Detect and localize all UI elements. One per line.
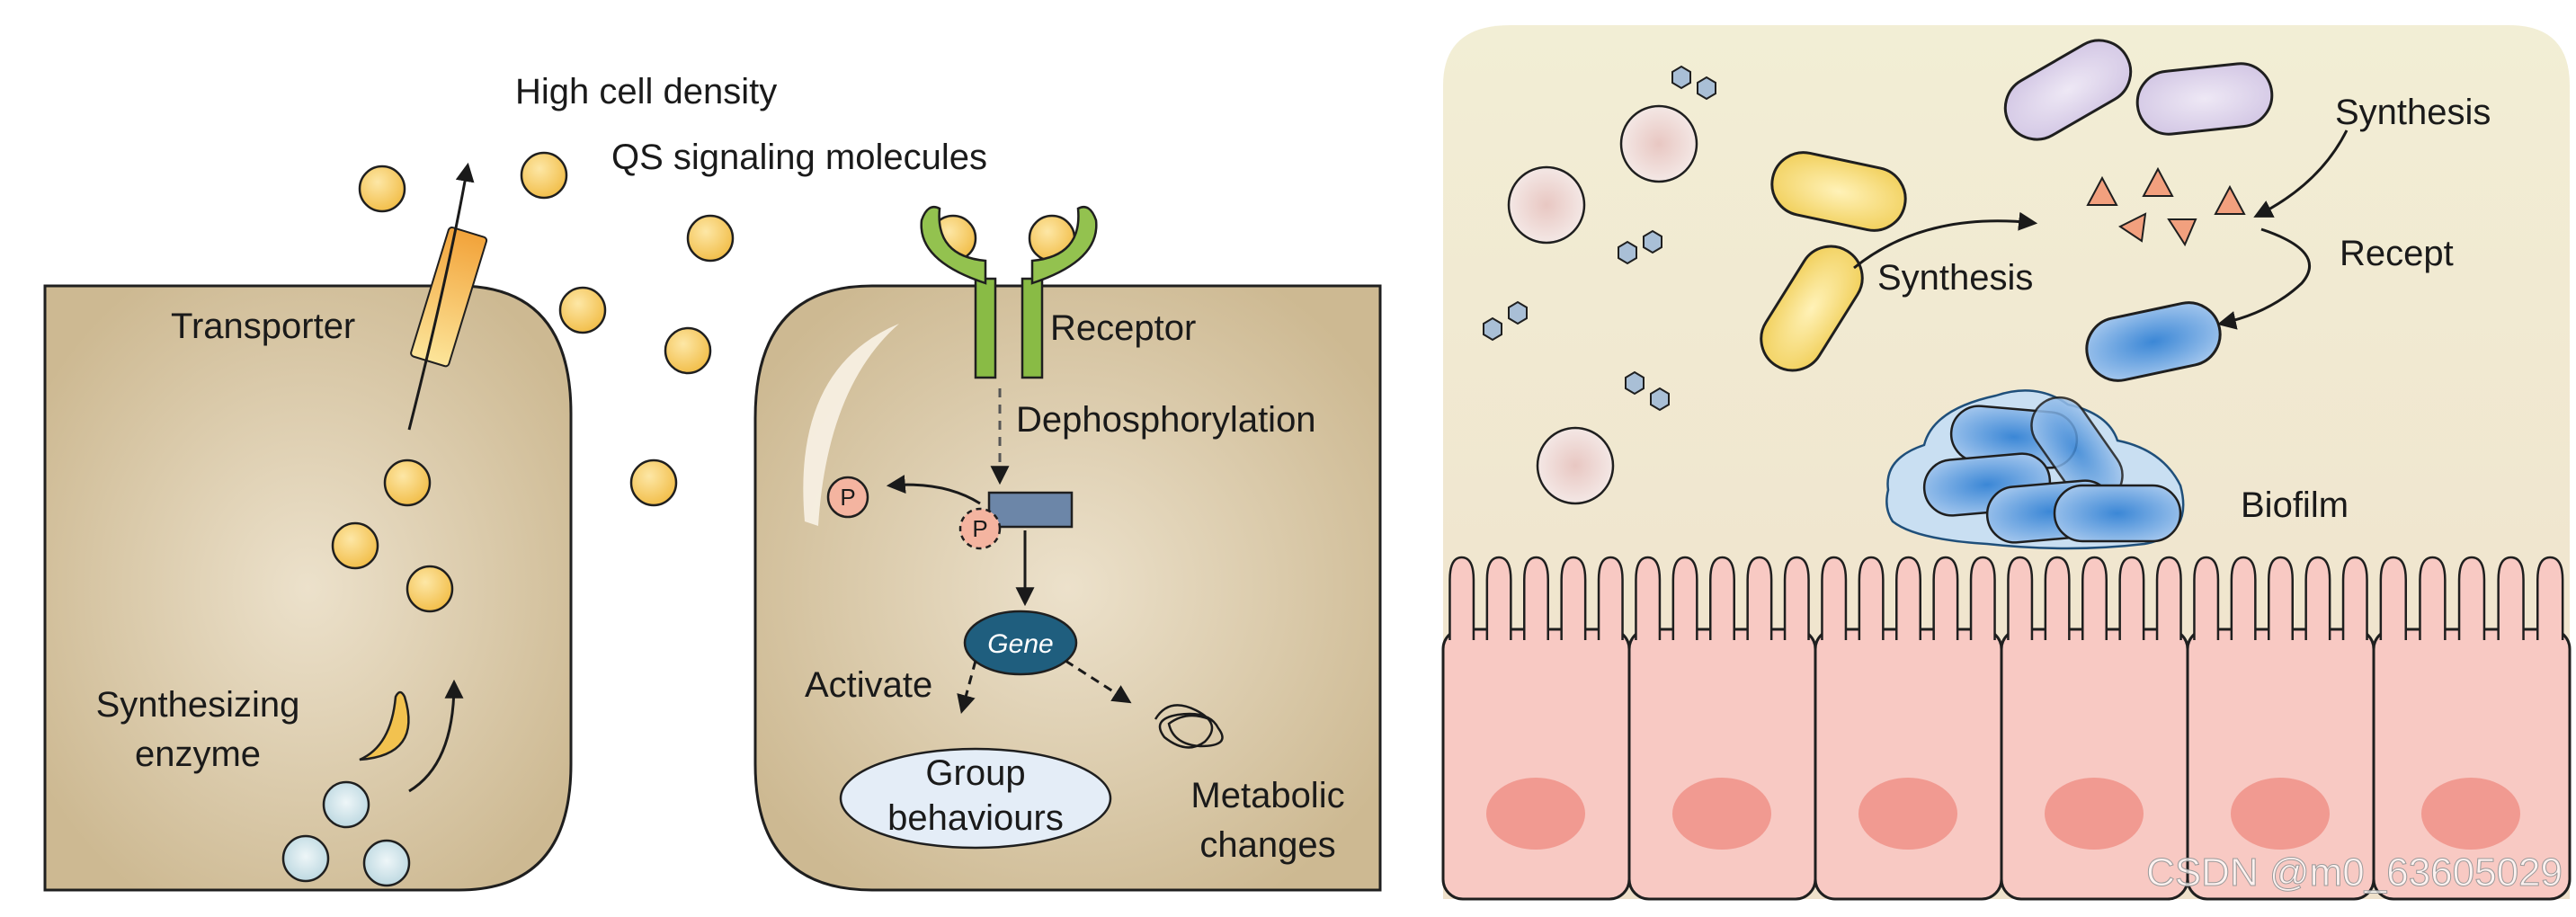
microvillus — [2457, 556, 2486, 640]
microvilli — [1448, 556, 2564, 640]
epithelium — [1441, 628, 2572, 901]
substrate-molecules — [281, 780, 411, 887]
microvillus — [2268, 556, 2294, 640]
right-panel: Synthesis Synthesis Recept Biofilm — [1441, 25, 2572, 901]
watermark: CSDN @m0_63605029 — [2146, 850, 2563, 895]
response-regulator — [987, 491, 1074, 529]
activate-arrow — [957, 660, 977, 715]
epithelial-cell — [1627, 628, 1817, 901]
microvillus — [1560, 556, 1587, 640]
group-behaviours-node — [839, 747, 1112, 850]
cell-highlight — [803, 324, 899, 526]
microvillus — [2304, 556, 2331, 640]
group-behaviours-line1: Group — [925, 753, 1025, 793]
microvillus — [2419, 556, 2447, 640]
microvillus — [1746, 556, 1773, 640]
high-cell-density-label: High cell density — [515, 72, 777, 111]
group-behaviours-line2: behaviours — [887, 798, 1064, 838]
microvillus — [2044, 556, 2071, 640]
metabolic-changes-line1: Metabolic — [1190, 776, 1344, 815]
microvillus — [2230, 556, 2257, 640]
metabolic-changes-line2: changes — [1199, 825, 1335, 865]
gene-node — [963, 610, 1078, 676]
microvillus — [2341, 556, 2368, 640]
metabolic-arrow — [1065, 659, 1132, 704]
synthesis-arrow-top — [2253, 129, 2349, 218]
microvillus — [1969, 556, 1996, 640]
microvillus — [1821, 556, 1848, 640]
microvillus — [1895, 556, 1921, 640]
dephosphorylation-label: Dephosphorylation — [1016, 400, 1316, 440]
microvillus — [2007, 556, 2034, 640]
small-molecule-pairs — [1483, 65, 1716, 412]
rod-bacteria — [1760, 39, 2274, 382]
epithelial-cell — [2186, 628, 2375, 901]
microvillus — [1709, 556, 1735, 640]
synthesizing-enzyme-line1: Synthesizing — [96, 685, 300, 725]
microvillus — [1858, 556, 1885, 640]
synthesis-mid-label: Synthesis — [1877, 258, 2033, 298]
microvillus — [2155, 556, 2182, 640]
phosphate-attached — [958, 507, 1002, 550]
microvillus — [1635, 556, 1662, 640]
synthesizing-enzyme — [359, 690, 410, 761]
receptor-label: Receptor — [1050, 308, 1196, 348]
phosphate-attached-label: P — [972, 515, 987, 542]
microvillus — [1783, 556, 1810, 640]
qs-signaling-molecules-label: QS signaling molecules — [611, 138, 987, 177]
biofilm-bacteria — [1922, 396, 2182, 544]
left-bacterial-cell — [43, 284, 573, 892]
round-microbes — [1507, 104, 1698, 505]
microvillus — [2497, 556, 2525, 640]
microvillus — [2193, 556, 2220, 640]
biofilm-label: Biofilm — [2241, 485, 2349, 525]
enzyme-arrow — [408, 679, 464, 793]
receptor-protein — [920, 205, 1098, 379]
microvillus — [1448, 556, 1475, 640]
microvillus — [2081, 556, 2108, 640]
microvillus — [1485, 556, 1512, 640]
signal-triangles — [2086, 166, 2246, 247]
transporter-protein — [410, 226, 488, 368]
gene-label: Gene — [987, 629, 1053, 659]
activate-label: Activate — [805, 665, 932, 705]
microvillus — [1523, 556, 1549, 640]
synthesizing-enzyme-line2: enzyme — [135, 734, 261, 774]
left-panel: P P Gene High cell density QS signaling … — [43, 72, 1382, 892]
epithelial-cell — [1814, 628, 2003, 901]
export-arrow — [407, 162, 475, 431]
transporter-label: Transporter — [171, 307, 355, 346]
microvillus — [1932, 556, 1959, 640]
metabolic-scribble-icon — [1154, 704, 1224, 749]
synthesis-arrow-mid — [1853, 211, 2038, 270]
phosphate-release-arrow — [886, 475, 981, 505]
microvillus — [2536, 556, 2564, 640]
microvillus — [1671, 556, 1698, 640]
epithelial-cell — [1441, 628, 1631, 901]
phosphate-released — [826, 476, 869, 519]
recept-label: Recept — [2340, 234, 2454, 273]
right-bacterial-cell — [753, 284, 1382, 892]
phosphate-released-label: P — [840, 484, 855, 511]
microvillus — [1597, 556, 1624, 640]
microvillus — [2379, 556, 2407, 640]
microvillus — [2118, 556, 2145, 640]
recept-arrow — [2216, 227, 2312, 330]
synthesis-top-label: Synthesis — [2335, 93, 2491, 132]
